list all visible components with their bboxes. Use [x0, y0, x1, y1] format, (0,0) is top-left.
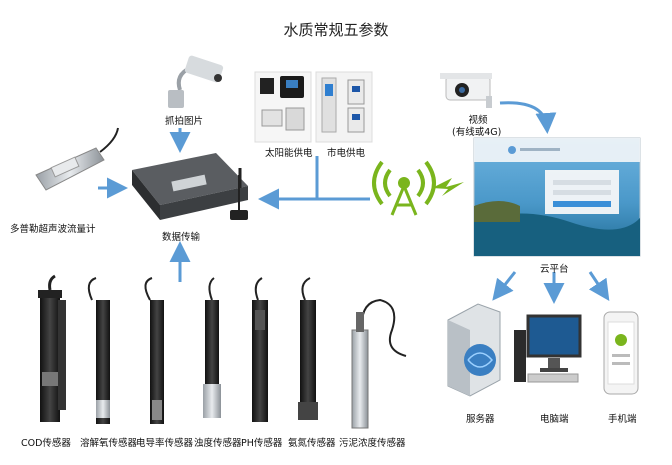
sludge-sensor-icon: [351, 298, 407, 429]
solar-label: 太阳能供电: [265, 148, 313, 159]
camera-label: 抓拍图片: [165, 116, 204, 127]
cloud-label: 云平台: [540, 264, 569, 275]
server-icon: [447, 303, 501, 397]
sensor-probes: [38, 274, 407, 429]
cloud-platform-screenshot: [473, 137, 641, 257]
mains-power-icon: [315, 71, 373, 143]
sensor-label-cod: COD传感器: [21, 438, 71, 449]
sensor-label-conductivity: 电导率传感器: [136, 438, 194, 449]
connectors: [98, 101, 610, 304]
ammonia-sensor-icon: [298, 277, 318, 420]
sensor-label-ph: PH传感器: [241, 438, 283, 449]
mobile-phone-icon: [603, 311, 639, 395]
ph-sensor-icon: [252, 277, 268, 422]
page-title: 水质常规五参数: [283, 21, 389, 39]
mobile-label: 手机端: [608, 414, 637, 425]
do-sensor-icon: [87, 277, 110, 424]
arrow-cloud-to-server: [492, 271, 517, 301]
wireless-tower-icon: [372, 160, 436, 216]
sensor-label-turbidity: 浊度传感器: [194, 438, 242, 449]
pc-label: 电脑端: [540, 414, 569, 425]
sensor-label-sludge: 污泥浓度传感器: [339, 438, 406, 449]
dtu-label: 数据传输: [162, 232, 201, 243]
camera-icon: [168, 55, 224, 108]
sensor-label-ammonia: 氨氮传感器: [288, 438, 336, 449]
flowmeter-icon: [35, 127, 119, 191]
arrow-cloud-to-mobile: [588, 271, 610, 301]
bullet-camera-icon: [440, 73, 492, 108]
pc-icon: [514, 314, 582, 383]
arrow-video-to-cloud: [499, 101, 557, 134]
dtu-device-icon: [132, 153, 248, 220]
conductivity-sensor-icon: [144, 277, 164, 424]
cod-sensor-icon: [38, 274, 66, 422]
video-label-line2: (有线或4G): [452, 127, 502, 138]
sensor-label-do: 溶解氧传感器: [80, 438, 138, 449]
video-label-line1: 视频: [468, 115, 488, 126]
turbidity-sensor-icon: [203, 277, 221, 418]
server-label: 服务器: [466, 414, 495, 425]
video-label: 视频: [458, 112, 498, 126]
solar-power-icon: [254, 71, 312, 143]
wireless-signal-icon: [432, 178, 464, 196]
flowmeter-label: 多普勒超声波流量计: [10, 224, 96, 235]
mains-label: 市电供电: [327, 148, 366, 159]
